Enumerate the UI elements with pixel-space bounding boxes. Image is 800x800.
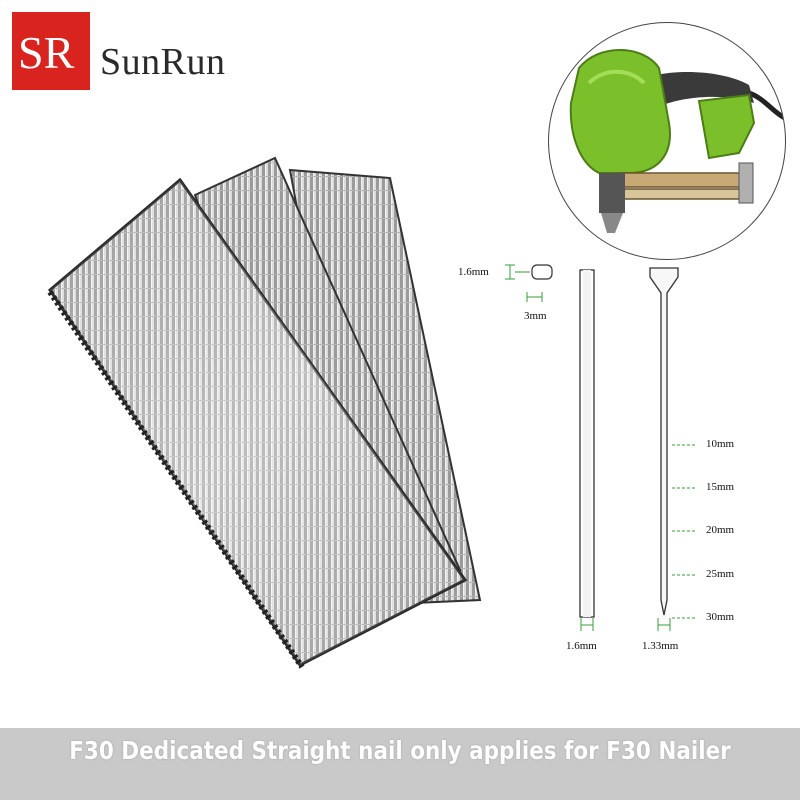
nail-gun-image — [548, 22, 786, 260]
length-label-30: 30mm — [706, 611, 735, 623]
length-label-20: 20mm — [706, 524, 735, 536]
nail-strip-image — [47, 156, 482, 669]
logo-mark-text: SR — [18, 27, 75, 78]
brand-logo-mark: SR — [12, 12, 90, 90]
nail-dimension-diagram — [505, 264, 696, 631]
length-label-10: 10mm — [706, 438, 735, 450]
bottom-banner — [0, 728, 800, 800]
shank-width-label: 1.6mm — [566, 640, 597, 652]
brand-name: SunRun — [100, 41, 226, 83]
sr-logo-icon: SR — [18, 27, 75, 78]
nail-profile-headed — [649, 267, 679, 616]
length-label-25: 25mm — [706, 568, 735, 580]
nail-strip-front — [47, 177, 468, 669]
head-width-label: 3mm — [524, 310, 547, 322]
head-crosssection — [531, 264, 553, 280]
tip-width-label: 1.33mm — [642, 640, 679, 652]
banner-caption: F30 Dedicated Straight nail only applies… — [69, 736, 731, 765]
head-thickness-label: 1.6mm — [458, 266, 489, 278]
length-label-15: 15mm — [706, 481, 735, 493]
